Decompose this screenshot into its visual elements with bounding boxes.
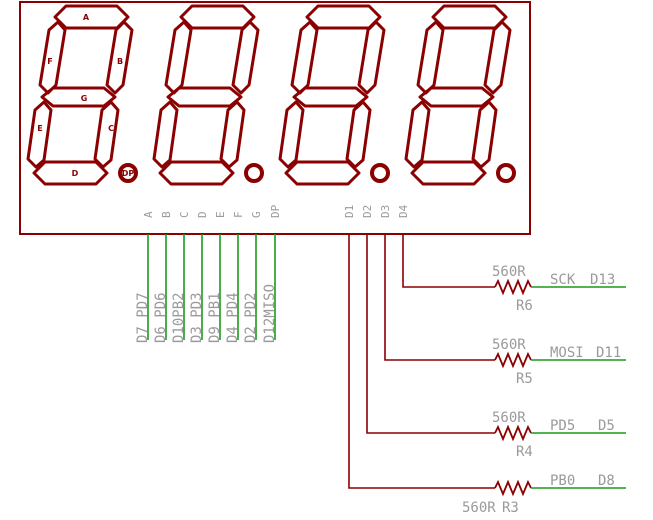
resistor-r5-net: MOSI xyxy=(550,345,584,361)
segment-label-g: G xyxy=(81,94,88,103)
pin-label-b: B xyxy=(160,211,173,218)
pin-labels: A B C D E F G DP D1 D2 D3 D4 xyxy=(142,204,410,218)
resistor-r6-symbol xyxy=(494,278,532,296)
resistor-r4-ref: R4 xyxy=(516,444,533,460)
resistor-r5-value: 560R xyxy=(492,337,526,353)
segment-label-c: C xyxy=(108,124,114,133)
pin-label-d3: D3 xyxy=(379,205,392,218)
pin-label-f: F xyxy=(232,211,245,218)
resistor-r4-value: 560R xyxy=(492,410,526,426)
digit-3 xyxy=(278,4,390,186)
net-label-f: D4 PD4 xyxy=(225,292,241,343)
resistor-r3-symbol xyxy=(494,479,532,497)
resistor-r6-net: SCK xyxy=(550,272,576,288)
net-label-c: D10PB2 xyxy=(171,292,187,343)
resistor-r6-value: 560R xyxy=(492,264,526,280)
pin-label-d2: D2 xyxy=(361,205,374,218)
net-label-d: D3 PD3 xyxy=(189,292,205,343)
segment-net-labels: D7 PD7 D6 PD6 D10PB2 D3 PD3 D9 PB1 D4 PD… xyxy=(135,284,278,343)
resistor-r3-ref: R3 xyxy=(502,500,519,516)
net-label-g: D2 PD2 xyxy=(243,292,259,343)
resistor-r5-ref: R5 xyxy=(516,371,533,387)
resistor-r6-ref: R6 xyxy=(516,298,533,314)
segment-label-f: F xyxy=(47,57,52,66)
segment-label-a: A xyxy=(83,13,90,22)
digit-4 xyxy=(404,4,516,186)
pin-label-g: G xyxy=(250,211,263,218)
pin-label-d: D xyxy=(196,211,209,218)
resistor-r5-pin: D11 xyxy=(596,345,621,361)
pin-label-dp: DP xyxy=(269,204,282,218)
segment-label-d: D xyxy=(72,169,79,178)
segment-label-dp: DP xyxy=(122,169,135,178)
resistor-r4-pin: D5 xyxy=(598,418,615,434)
resistor-r4-net: PD5 xyxy=(550,418,575,434)
resistor-r3-value: 560R xyxy=(462,500,496,516)
pin-label-e: E xyxy=(214,211,227,218)
resistor-r6-pin: D13 xyxy=(590,272,615,288)
digit-2 xyxy=(152,4,264,186)
pin-label-d4: D4 xyxy=(397,204,410,218)
net-label-a: D7 PD7 xyxy=(135,292,151,343)
resistor-r3-net: PB0 xyxy=(550,473,575,489)
resistor-r5-symbol xyxy=(494,351,532,369)
pin-label-c: C xyxy=(178,211,191,218)
resistor-r3-pin: D8 xyxy=(598,473,615,489)
display-package-outline xyxy=(19,1,531,235)
segment-wires xyxy=(147,234,276,340)
net-label-e: D9 PB1 xyxy=(207,292,223,343)
pin-label-a: A xyxy=(142,211,155,218)
net-label-dp: D12MISO xyxy=(262,284,278,343)
pin-label-d1: D1 xyxy=(343,205,356,218)
segment-label-b: B xyxy=(117,57,123,66)
digit-wires xyxy=(348,234,495,489)
segment-label-e: E xyxy=(37,124,42,133)
resistor-r4-symbol xyxy=(494,424,532,442)
net-label-b: D6 PD6 xyxy=(153,292,169,343)
